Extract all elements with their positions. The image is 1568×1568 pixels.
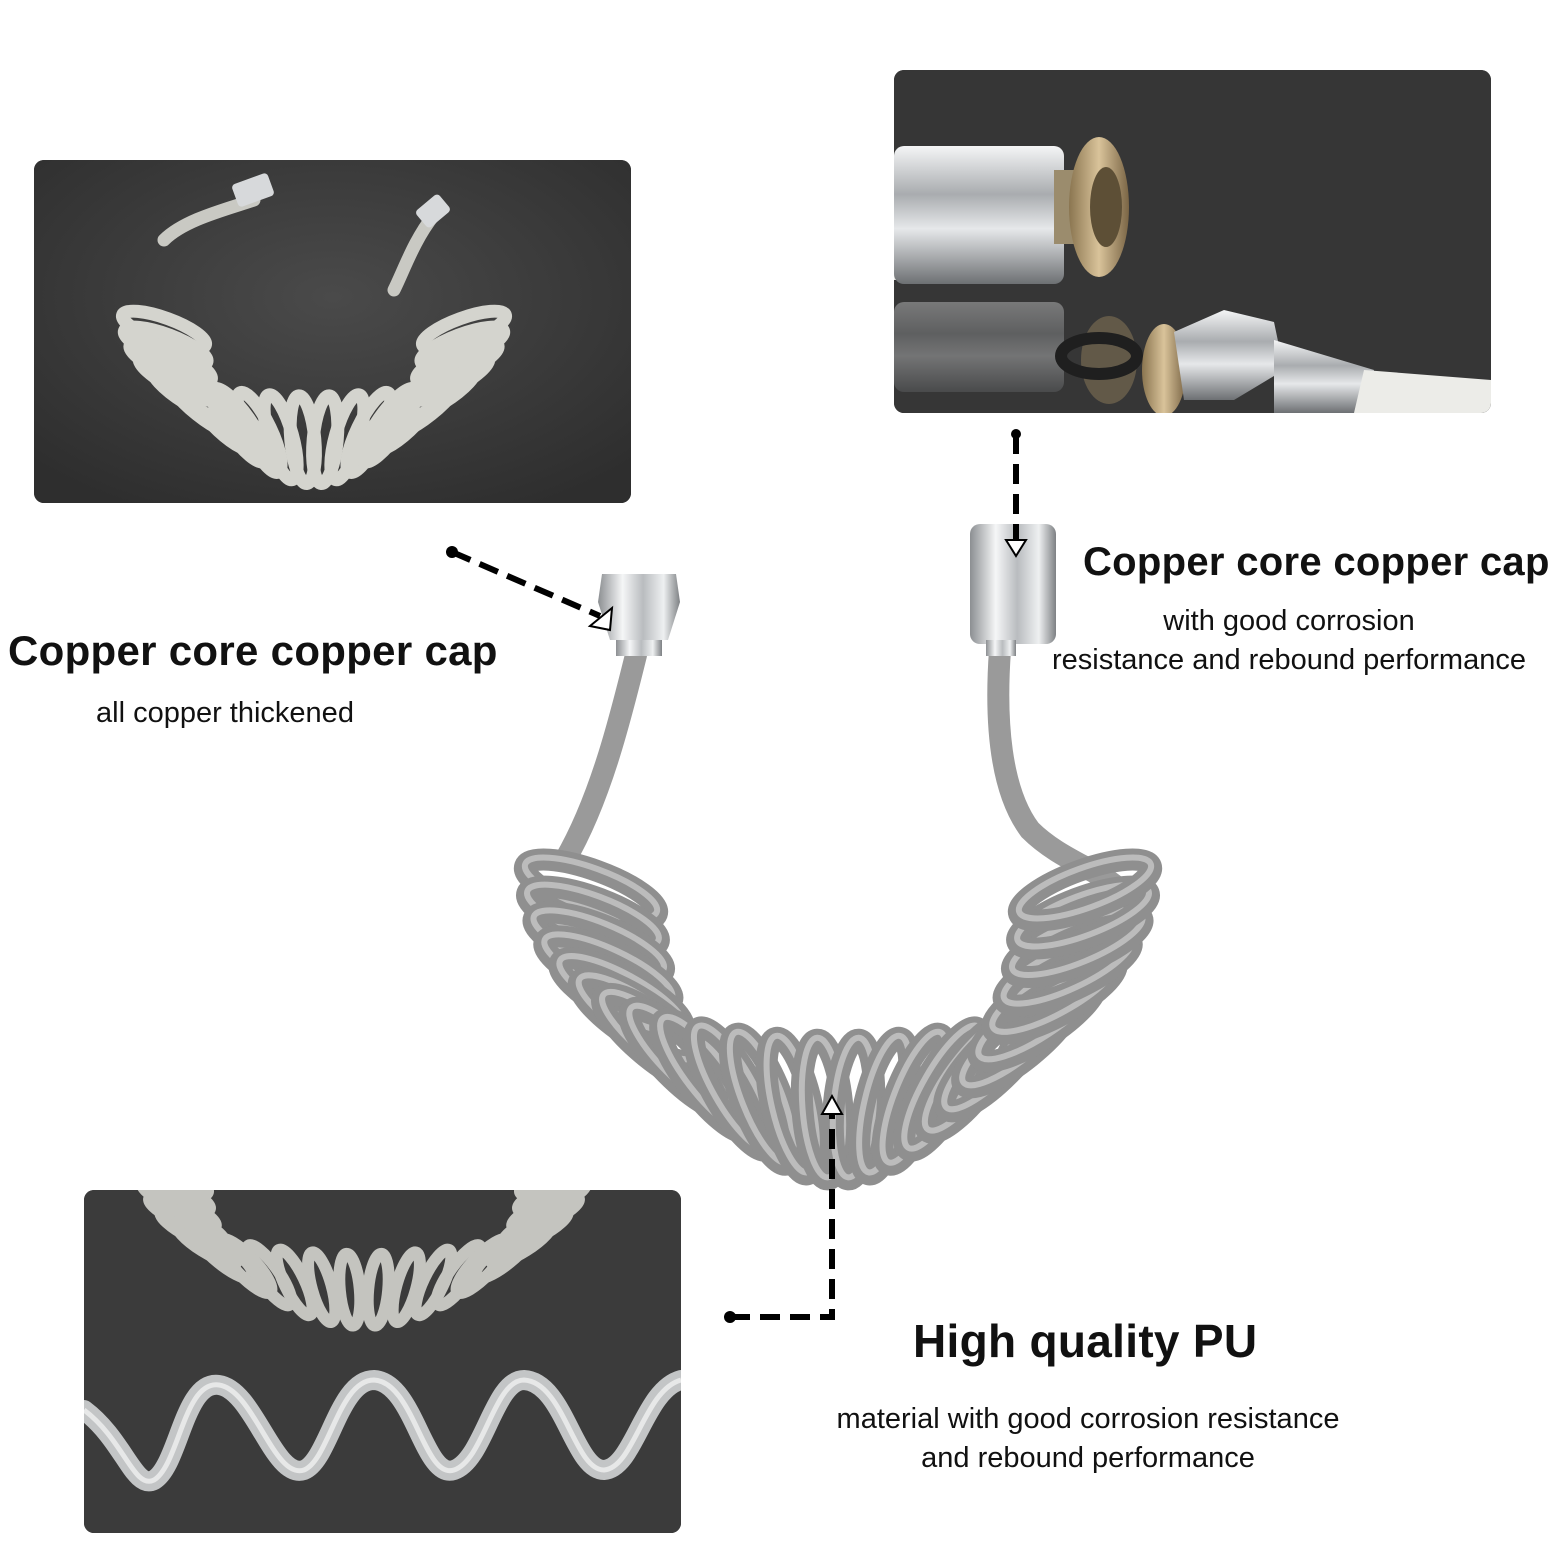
right-chrome-cap xyxy=(970,524,1056,656)
bottom-callout-title: High quality PU xyxy=(913,1315,1258,1367)
left-callout-title: Copper core copper cap xyxy=(8,627,498,674)
coiled-hose-detail-photo xyxy=(34,160,631,503)
bottom-callout-subtitle: material with good corrosion resistance … xyxy=(800,1400,1376,1478)
coiled-hose-illustration xyxy=(34,160,631,503)
right-callout-subtitle-line1: with good corrosion xyxy=(1163,605,1415,637)
pu-material-detail-photo xyxy=(84,1190,681,1533)
right-callout-title: Copper core copper cap xyxy=(1083,540,1550,584)
bottom-callout-subtitle-line2: and rebound performance xyxy=(921,1442,1255,1475)
chrome-fittings-illustration xyxy=(894,70,1491,413)
pu-hose-illustration xyxy=(84,1190,681,1533)
bottom-callout-subtitle-line1: material with good corrosion resistance xyxy=(836,1403,1340,1435)
left-callout-subtitle: all copper thickened xyxy=(96,697,354,729)
right-callout-subtitle: with good corrosion resistance and rebou… xyxy=(1026,602,1552,680)
right-callout-subtitle-line2: resistance and rebound performance xyxy=(1052,644,1526,677)
left-chrome-cap xyxy=(598,574,680,656)
fittings-detail-photo xyxy=(894,70,1491,413)
